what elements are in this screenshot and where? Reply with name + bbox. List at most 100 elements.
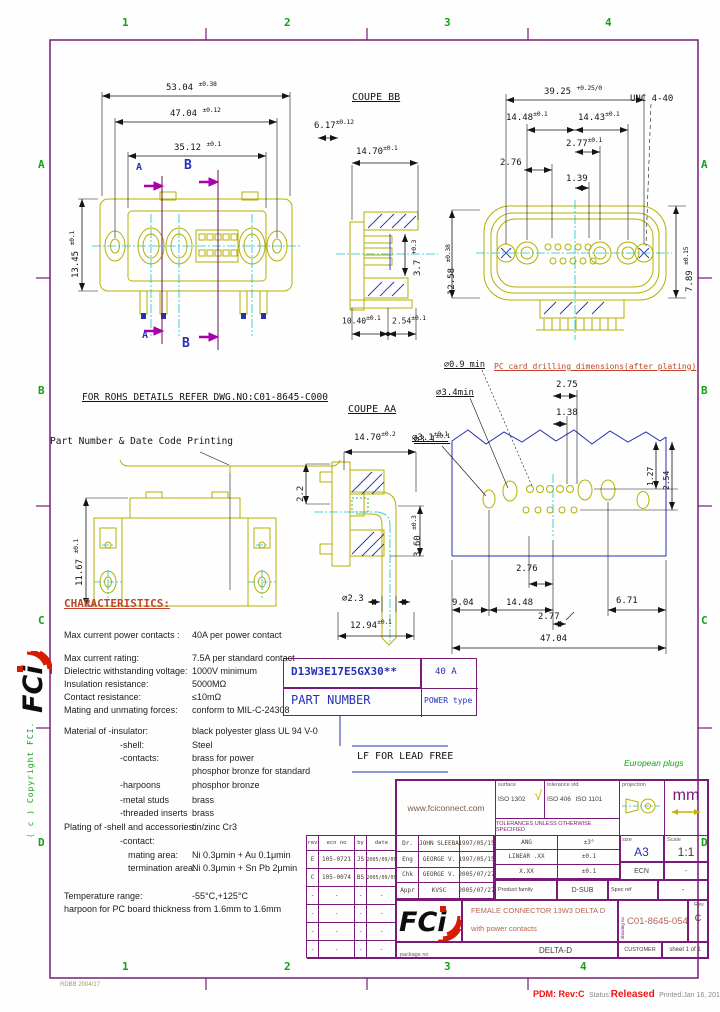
coupe-bb-linework — [349, 211, 419, 311]
signoff-role: Dr. — [397, 836, 419, 852]
dim-bb-depth: 14.70±0.1 — [356, 144, 398, 157]
scale-cell: Scale 1:1 — [664, 835, 708, 862]
fci-website[interactable]: www.fciconnect.com — [396, 780, 496, 836]
product-family-value: D-SUB — [557, 880, 608, 900]
rev-table-cell: E — [307, 851, 319, 869]
rev-table-cell: - — [367, 941, 397, 959]
drawing-title-cell: FEMALE CONNECTOR 13W3 DELTA D with power… — [462, 900, 618, 942]
coupe-bb-title: COUPE BB — [352, 92, 401, 103]
zone-ref: D — [701, 836, 708, 849]
signoff-role: Chk — [397, 867, 419, 884]
dim-drill-small-dia: ⌀0.9 min — [444, 360, 485, 370]
part-type-label: POWER type — [424, 696, 473, 705]
rev-table-cell: - — [307, 923, 319, 941]
zone-ref: 4 — [605, 16, 612, 29]
rev-table-header: date — [367, 836, 397, 851]
signoff-name: GEORGE V. — [419, 867, 460, 884]
copyright-notice: ( c ) Copyright FCI. — [26, 721, 35, 838]
dim-drill-1448: 14.48 — [506, 598, 534, 608]
zone-ref: 1 — [122, 16, 129, 29]
dim-drill-127: 1.27 — [646, 466, 655, 486]
dim-drill-254: 2.54 — [662, 470, 671, 490]
zone-ref: B — [38, 384, 45, 397]
part-number-table — [283, 658, 478, 717]
section-label-a-top: A — [136, 162, 143, 173]
dim-aa-tail-length: 12.94±0.1 — [350, 618, 392, 631]
signoff-role: Eng — [397, 851, 419, 868]
dim-thread-callout: UNC 4-40 — [630, 94, 674, 104]
dim-drill-275: 2.75 — [556, 380, 578, 390]
rev-table-cell: C — [307, 869, 319, 887]
signoff-name: KVSC — [419, 883, 460, 899]
section-label-b-top: B — [184, 158, 192, 173]
pdm-printed: Printed:Jan 16, 2011 — [659, 992, 720, 999]
dim-aa-depth: 14.70±0.2 — [354, 430, 396, 443]
rev-table-cell: - — [367, 923, 397, 941]
rev-table-cell: - — [307, 905, 319, 923]
dim-face-right-pitch: 14.43±0.1 — [578, 110, 620, 123]
rev-table-cell: - — [319, 887, 355, 905]
drawing-number-label: drawing no — [620, 916, 625, 939]
linear-row-tol: ±0.1 — [558, 850, 621, 865]
rev-table-cell: - — [319, 941, 355, 959]
dim-drill-4704: 47.04 — [540, 634, 568, 644]
signoff-date: 1997/05/15 — [460, 836, 494, 852]
dim-front-mounting: 47.04 ±0.12 — [170, 106, 221, 119]
signoff-date: 2005/07/27 — [460, 883, 494, 899]
drawing-title-line2: with power contacts — [471, 924, 537, 933]
linear-row-label: LINEAR .XX — [496, 850, 558, 865]
fci-logo-cell: FCi — [396, 900, 462, 942]
pdm-rev: PDM: Rev:C — [533, 989, 585, 999]
projection-cell: projection — [619, 780, 665, 836]
pdm-status-line: PDM: Rev:C Status:Released Printed:Jan 1… — [533, 984, 720, 1002]
package-cell: package no DELTA-D — [396, 942, 618, 958]
rev-table-cell: BS — [355, 869, 367, 887]
char-row: Contact resistance:≤10mΩ — [64, 692, 222, 702]
dim-face-height: 12.58 ±0.38 — [444, 244, 457, 295]
surface-finish-icon: √ — [534, 787, 542, 803]
svg-text:FCi: FCi — [399, 907, 447, 938]
part-current-rating: 40 A — [435, 667, 457, 677]
part-number-value: D13W3E17E5GX30** — [291, 665, 397, 678]
top-view-linework — [93, 459, 341, 607]
revision-table: rev ecn no by date E 105-0721 JS 2005/09… — [306, 835, 397, 959]
projection-icon — [622, 798, 660, 814]
char-row: -contacts:brass for power — [120, 753, 255, 763]
zone-ref: D — [38, 836, 45, 849]
dim-aa-standoff: 3.60 ±0.3 — [410, 515, 423, 557]
product-family-label: Product family — [495, 880, 557, 900]
tolerance-note-cell: TOLERANCES UNLESS OTHERWISE SPECIFIED — [495, 818, 620, 836]
char-row: harpoon for PC board thickness from 1.6m… — [64, 904, 282, 914]
char-row: Mating and unmating forces:conform to MI… — [64, 705, 290, 715]
sheet-cell: sheet 1 of 1 — [662, 942, 708, 958]
signoff-date: 1997/05/15 — [460, 851, 494, 868]
coupe-aa-linework — [319, 461, 397, 646]
dim-aa-pin-dia: ⌀2.3 — [342, 594, 364, 604]
rev-table-cell: JS — [355, 851, 367, 869]
char-row: Temperature range:-55°C,+125°C — [64, 891, 248, 901]
dim-drill-mount-dia: ⌀3.1±0.1 — [414, 432, 451, 445]
char-row: -contact: — [120, 836, 155, 846]
char-row: Material of -insulator:black polyester g… — [64, 726, 318, 736]
dim-face-offset: 2.76 — [500, 158, 522, 168]
char-row: termination area:Ni 0.3μmin + Sn Pb 2μmi… — [128, 863, 298, 873]
signoff-name: GEORGE V. — [419, 851, 460, 868]
rev-table-header: by — [355, 836, 367, 851]
zone-ref: C — [701, 614, 708, 627]
rev-table-cell: - — [367, 905, 397, 923]
section-arrows — [144, 177, 220, 342]
dim-drill-276: 2.76 — [516, 564, 538, 574]
char-row: Max current power contacts :40A per powe… — [64, 630, 282, 640]
rev-table-cell: - — [319, 923, 355, 941]
dim-face-pitch: 2.77±0.1 — [566, 136, 603, 149]
char-row: Plating of -shell and accessories:tin/zi… — [64, 822, 238, 832]
tolerance-table: ANG ±3° LINEAR .XX ±0.1 X.XX ±0.1 — [495, 835, 621, 880]
dim-bb-tail: 10.40±0.1 — [342, 314, 381, 326]
rev-table-cell: - — [319, 905, 355, 923]
coupe-aa-title: COUPE AA — [348, 404, 397, 415]
rev-table-cell: - — [307, 887, 319, 905]
